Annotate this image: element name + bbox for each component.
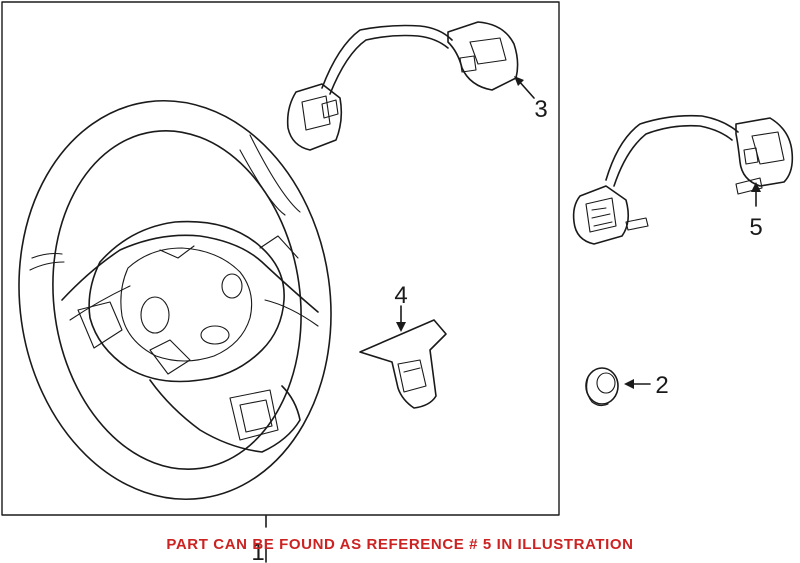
callout-label-4: 4 <box>394 282 407 309</box>
callout-label-3: 3 <box>534 96 547 123</box>
steering-wheel <box>18 99 332 501</box>
plug-part-2 <box>585 367 619 407</box>
clip-part-4 <box>359 319 447 409</box>
switch-harness-part-3 <box>286 21 519 151</box>
callout-label-5: 5 <box>749 214 762 241</box>
reference-note: PART CAN BE FOUND AS REFERENCE # 5 IN IL… <box>166 536 634 553</box>
callout-label-2: 2 <box>655 372 668 399</box>
callout-label-1: 1 <box>251 539 264 563</box>
diagram-frame <box>1 1 560 516</box>
switch-harness-part-5 <box>572 114 794 245</box>
